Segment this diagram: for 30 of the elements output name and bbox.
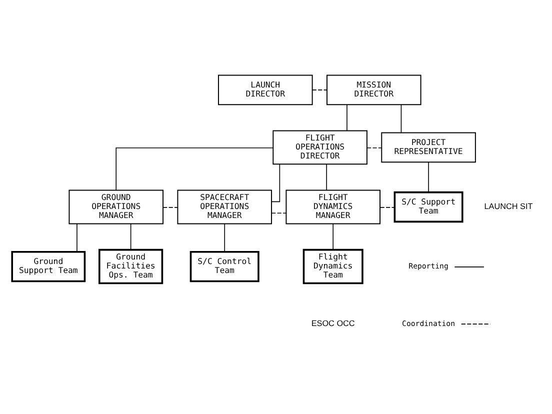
connector: [428, 162, 429, 193]
connector: [332, 224, 334, 250]
legend-label: Reporting: [408, 261, 448, 270]
connector: [326, 164, 327, 191]
node-box: SPACECRAFT OPERATIONS MANAGER: [177, 190, 272, 224]
legend-label: Coordination: [402, 318, 456, 328]
node-box: MISSION DIRECTOR: [326, 74, 422, 106]
node-box: FLIGHT OPERATIONS DIRECTOR: [272, 130, 368, 165]
connector: [346, 104, 348, 132]
node-box: PROJECT REPRESENTATIVE: [381, 132, 476, 163]
connector: [271, 164, 280, 202]
node-box: S/C Control Team: [190, 250, 260, 282]
node-box: Ground Support Team: [11, 250, 86, 282]
label: LAUNCH SIT: [484, 202, 533, 212]
connector: [130, 224, 132, 250]
label: ESOC OCC: [311, 319, 355, 328]
connector: [366, 147, 382, 148]
node-box: Flight Dynamics Team: [302, 248, 364, 284]
connector: [380, 207, 395, 208]
node-box: S/C Support Team: [394, 191, 464, 223]
node-box: Ground Facilities Ops. Team: [98, 248, 164, 284]
connector: [76, 224, 78, 252]
connector: [224, 224, 226, 252]
connector: [400, 104, 402, 133]
node-box: FLIGHT DYNAMICS MANAGER: [286, 190, 380, 224]
connector: [116, 147, 274, 191]
connector: [271, 212, 286, 214]
node-box: GROUND OPERATIONS MANAGER: [68, 190, 164, 224]
node-box: LAUNCH DIRECTOR: [218, 74, 313, 106]
connector: [162, 207, 178, 208]
